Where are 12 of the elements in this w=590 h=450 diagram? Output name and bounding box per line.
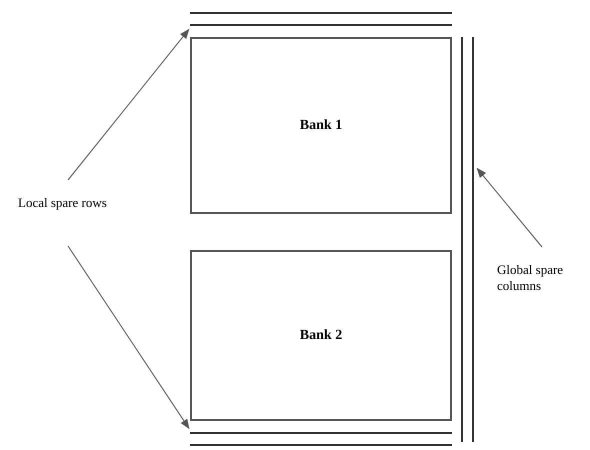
leader-arrow bbox=[476, 168, 542, 248]
annotation-text: Local spare rows bbox=[18, 195, 107, 210]
annotation-text: Global spare columns bbox=[497, 262, 564, 293]
bank-label: Bank 1 bbox=[300, 118, 342, 134]
memory-bank-box bbox=[190, 37, 452, 214]
bank-label: Bank 2 bbox=[300, 328, 342, 344]
leader-arrow bbox=[68, 246, 190, 430]
spare-row-lines bbox=[190, 430, 452, 448]
spare-row-lines bbox=[190, 10, 452, 28]
memory-bank-box bbox=[190, 250, 452, 421]
spare-column-lines bbox=[459, 37, 476, 442]
leader-arrow bbox=[68, 28, 190, 180]
